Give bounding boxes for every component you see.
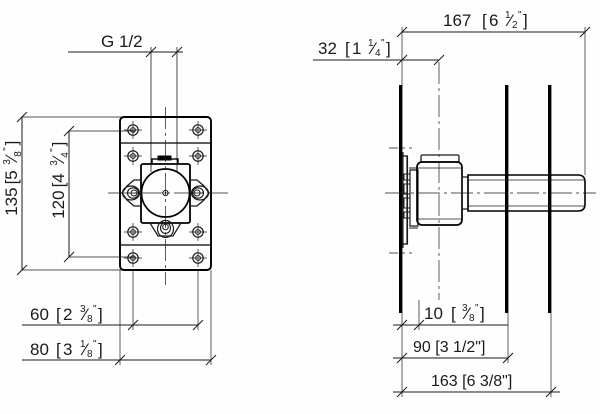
svg-text:1: 1 bbox=[368, 38, 374, 49]
svg-text:⁄: ⁄ bbox=[462, 304, 472, 323]
svg-text:": " bbox=[93, 304, 97, 315]
svg-text:⁄: ⁄ bbox=[505, 11, 515, 30]
svg-text:[: [ bbox=[56, 305, 61, 324]
dim-163-label: 163 [6 3/8"] bbox=[431, 373, 512, 390]
svg-text:8: 8 bbox=[87, 314, 93, 325]
svg-text:135[5: 135[5 bbox=[2, 170, 21, 216]
dim-10-label: 10 [ 3 ⁄ 8 " ] bbox=[424, 303, 485, 324]
side-view-group: 167 [ 6 1 ⁄ 2 " ] 32 [ 1 1 ⁄ 4 " ] bbox=[313, 10, 596, 398]
svg-text:[: [ bbox=[345, 39, 350, 58]
svg-text:8: 8 bbox=[469, 313, 475, 324]
svg-text:8: 8 bbox=[13, 151, 24, 157]
dim-135-group bbox=[16, 111, 122, 276]
dim-80-group bbox=[22, 270, 217, 366]
svg-text:]: ] bbox=[480, 304, 485, 323]
dim-163-group bbox=[393, 313, 560, 398]
dim-120-group bbox=[63, 125, 135, 263]
svg-text:]: ] bbox=[49, 142, 68, 147]
svg-text:": " bbox=[93, 339, 97, 350]
g-half-label: G 1/2 bbox=[101, 32, 143, 51]
svg-text:[: [ bbox=[56, 340, 61, 359]
svg-text:3: 3 bbox=[63, 340, 72, 359]
svg-text:1: 1 bbox=[80, 339, 86, 350]
svg-text:3: 3 bbox=[49, 160, 60, 166]
svg-text:⁄: ⁄ bbox=[80, 305, 90, 324]
svg-text:[: [ bbox=[482, 11, 487, 30]
screw-hole bbox=[189, 121, 207, 139]
svg-text:⁄: ⁄ bbox=[368, 39, 378, 58]
svg-text:3: 3 bbox=[80, 304, 86, 315]
svg-text:]: ] bbox=[523, 11, 528, 30]
g-half-thread-dimension bbox=[68, 46, 183, 172]
side-valve-body bbox=[409, 154, 463, 227]
screw-hole bbox=[189, 249, 207, 267]
svg-text:167: 167 bbox=[443, 11, 471, 30]
svg-text:]: ] bbox=[2, 141, 21, 146]
front-view-group: G 1/2 bbox=[2, 32, 228, 366]
svg-text:⁄: ⁄ bbox=[2, 153, 21, 163]
svg-text:⁄: ⁄ bbox=[80, 340, 90, 359]
dim-60-group bbox=[22, 270, 204, 331]
rough-wall-plane bbox=[399, 85, 403, 313]
svg-text:]: ] bbox=[98, 305, 103, 324]
svg-text:]: ] bbox=[98, 340, 103, 359]
dim-32-group bbox=[313, 54, 445, 66]
svg-text:": " bbox=[475, 303, 479, 314]
screw-hole bbox=[124, 121, 142, 139]
svg-text:10: 10 bbox=[424, 304, 443, 323]
svg-text:3: 3 bbox=[2, 159, 13, 165]
svg-text:": " bbox=[381, 38, 385, 49]
svg-text:": " bbox=[49, 148, 60, 152]
svg-text:2: 2 bbox=[512, 20, 518, 31]
svg-text:60: 60 bbox=[30, 305, 49, 324]
svg-text:3: 3 bbox=[462, 303, 468, 314]
svg-text:120[4: 120[4 bbox=[49, 173, 68, 219]
svg-text:[: [ bbox=[451, 304, 456, 323]
dim-80-label: 80 [ 3 1 ⁄ 8 " ] bbox=[30, 339, 103, 360]
svg-text:32: 32 bbox=[318, 39, 337, 58]
finished-wall-plane-1 bbox=[505, 85, 509, 313]
svg-text:80: 80 bbox=[30, 340, 49, 359]
dim-120-label: 120[4 3 ⁄ 4 " ] bbox=[49, 142, 71, 219]
svg-text:": " bbox=[2, 147, 13, 151]
svg-text:8: 8 bbox=[87, 349, 93, 360]
screw-hole bbox=[124, 147, 142, 165]
svg-text:]: ] bbox=[386, 39, 391, 58]
svg-text:4: 4 bbox=[375, 48, 381, 59]
svg-text:4: 4 bbox=[60, 152, 71, 158]
dim-60-label: 60 [ 2 3 ⁄ 8 " ] bbox=[30, 304, 103, 325]
svg-text:2: 2 bbox=[63, 305, 72, 324]
svg-text:6: 6 bbox=[489, 11, 498, 30]
dim-167-label: 167 [ 6 1 ⁄ 2 " ] bbox=[443, 10, 528, 31]
svg-text:1: 1 bbox=[352, 39, 361, 58]
dim-10-group bbox=[393, 300, 508, 331]
dim-32-label: 32 [ 1 1 ⁄ 4 " ] bbox=[318, 38, 391, 59]
side-view-centerlines bbox=[385, 62, 596, 300]
front-view-centerlines bbox=[108, 107, 228, 285]
svg-text:1: 1 bbox=[505, 10, 511, 21]
svg-text:": " bbox=[518, 10, 522, 21]
screw-hole bbox=[189, 223, 207, 241]
screw-hole bbox=[124, 223, 142, 241]
finished-wall-plane-2 bbox=[548, 85, 552, 313]
dim-167-group bbox=[396, 26, 591, 175]
screw-hole bbox=[124, 249, 142, 267]
screw-hole bbox=[189, 147, 207, 165]
dim-135-label: 135[5 3 ⁄ 8 " ] bbox=[2, 141, 24, 216]
dim-90-group bbox=[393, 313, 514, 364]
dim-90-label: 90 [3 1/2"] bbox=[413, 339, 485, 356]
side-spindle-barrel bbox=[461, 174, 586, 212]
svg-text:⁄: ⁄ bbox=[49, 154, 68, 164]
mounting-screw-holes bbox=[124, 121, 207, 267]
